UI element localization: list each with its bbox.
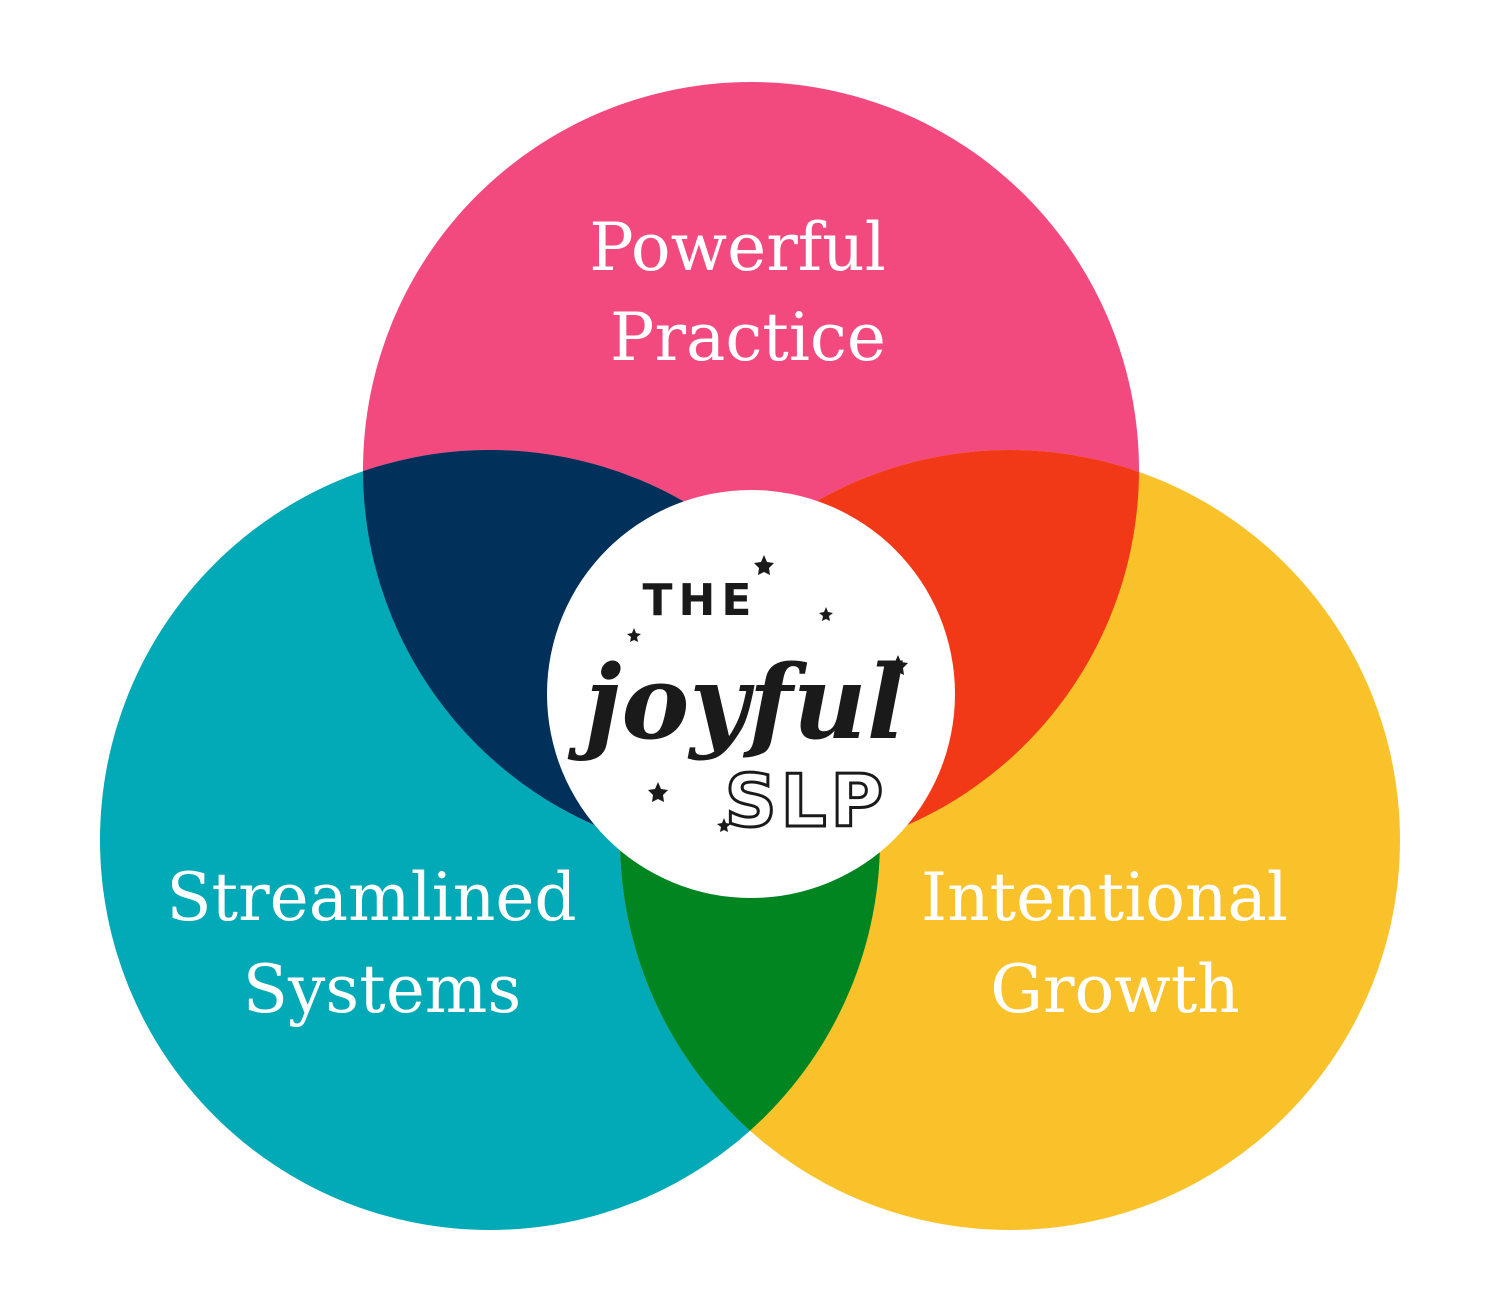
star-icon [754, 555, 774, 575]
label-streamlined-systems-line1: Streamlined [166, 859, 576, 936]
label-powerful-practice: Powerful Practice [589, 209, 907, 376]
label-intentional-growth-line1: Intentional [921, 859, 1288, 936]
star-icon [627, 628, 641, 642]
logo-the: THE [643, 575, 758, 626]
logo-slp: SLP [725, 759, 888, 843]
label-streamlined-systems: Streamlined Systems [166, 859, 597, 1028]
center-logo-circle [547, 490, 955, 898]
label-powerful-practice-line1: Powerful [589, 209, 886, 286]
joyful-slp-logo: THE joyful SLP [568, 555, 908, 845]
label-powerful-practice-line2: Practice [610, 299, 886, 376]
label-intentional-growth-line2: Growth [990, 951, 1240, 1028]
star-icon [819, 607, 833, 621]
star-icon [888, 655, 908, 675]
star-icon [717, 818, 731, 832]
label-intentional-growth: Intentional Growth [921, 859, 1309, 1028]
label-streamlined-systems-line2: Systems [243, 951, 521, 1028]
star-icon [648, 782, 668, 802]
logo-joyful: joyful [568, 643, 906, 763]
